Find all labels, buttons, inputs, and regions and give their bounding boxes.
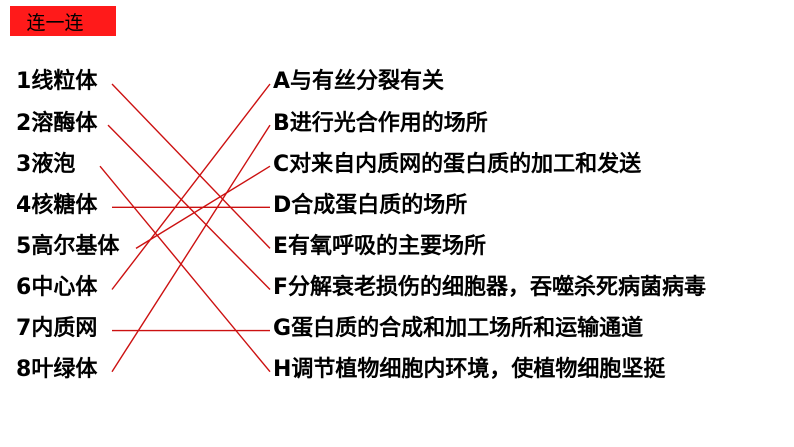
match-line-6-a [111,83,271,290]
function-item-c[interactable]: C对来自内质网的蛋白质的加工和发送 [273,152,642,177]
function-item-g[interactable]: G蛋白质的合成和加工场所和运输通道 [273,316,644,341]
organelle-item-4[interactable]: 4核糖体 [16,193,98,218]
organelle-item-8[interactable]: 8叶绿体 [16,357,98,382]
function-item-d[interactable]: D合成蛋白质的场所 [273,193,468,218]
organelle-item-3[interactable]: 3液泡 [16,152,76,177]
page-title: 连一连 [26,11,84,34]
match-line-1-e [111,83,271,249]
function-item-e[interactable]: E有氧呼吸的主要场所 [273,234,487,259]
organelle-item-7[interactable]: 7内质网 [16,316,98,341]
organelle-item-1[interactable]: 1线粒体 [16,69,98,94]
organelle-item-5[interactable]: 5高尔基体 [16,234,120,259]
title-badge: 连一连 [10,6,116,36]
organelle-item-6[interactable]: 6中心体 [16,275,98,300]
organelle-item-2[interactable]: 2溶酶体 [16,111,98,136]
function-item-a[interactable]: A与有丝分裂有关 [273,69,445,94]
match-line-8-b [111,124,271,373]
function-item-h[interactable]: H调节植物细胞内环境，使植物细胞坚挺 [273,357,666,382]
match-line-3-h [99,165,271,373]
function-item-b[interactable]: B进行光合作用的场所 [273,111,488,136]
function-item-f[interactable]: F分解衰老损伤的细胞器，吞噬杀死病菌病毒 [273,275,707,300]
match-line-5-c [135,165,271,249]
